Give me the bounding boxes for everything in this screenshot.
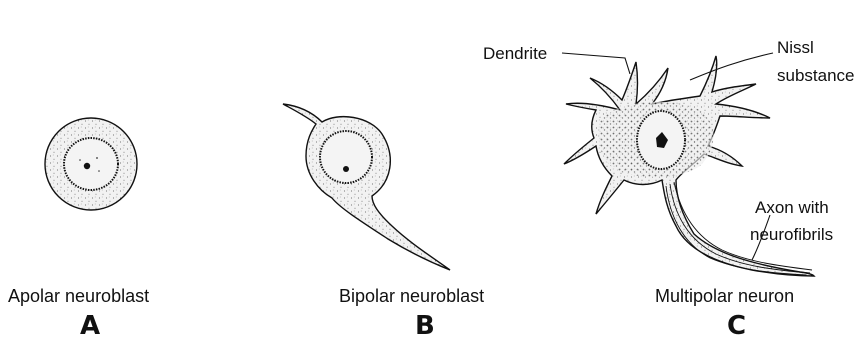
panel-c-caption: Multipolar neuron	[655, 286, 794, 306]
bipolar-neuroblast-drawing	[283, 104, 450, 270]
panel-a-caption: Apolar neuroblast	[8, 286, 149, 306]
apolar-neuroblast-drawing	[45, 118, 137, 210]
axon-label-line2: neurofibrils	[750, 225, 833, 244]
nissl-leader-line	[690, 53, 773, 80]
panel-b-letter: B	[415, 311, 435, 341]
panel-c-letter: C	[727, 311, 746, 341]
nissl-substance-label-line1: Nissl	[777, 38, 814, 57]
panel-a-letter: A	[80, 311, 100, 341]
axon-label-line1: Axon with	[755, 198, 829, 217]
dendrite-leader-line	[562, 53, 630, 74]
panel-b-caption: Bipolar neuroblast	[339, 286, 484, 306]
dendrite-label: Dendrite	[483, 44, 547, 63]
nissl-substance-label-line2: substance	[777, 66, 855, 85]
